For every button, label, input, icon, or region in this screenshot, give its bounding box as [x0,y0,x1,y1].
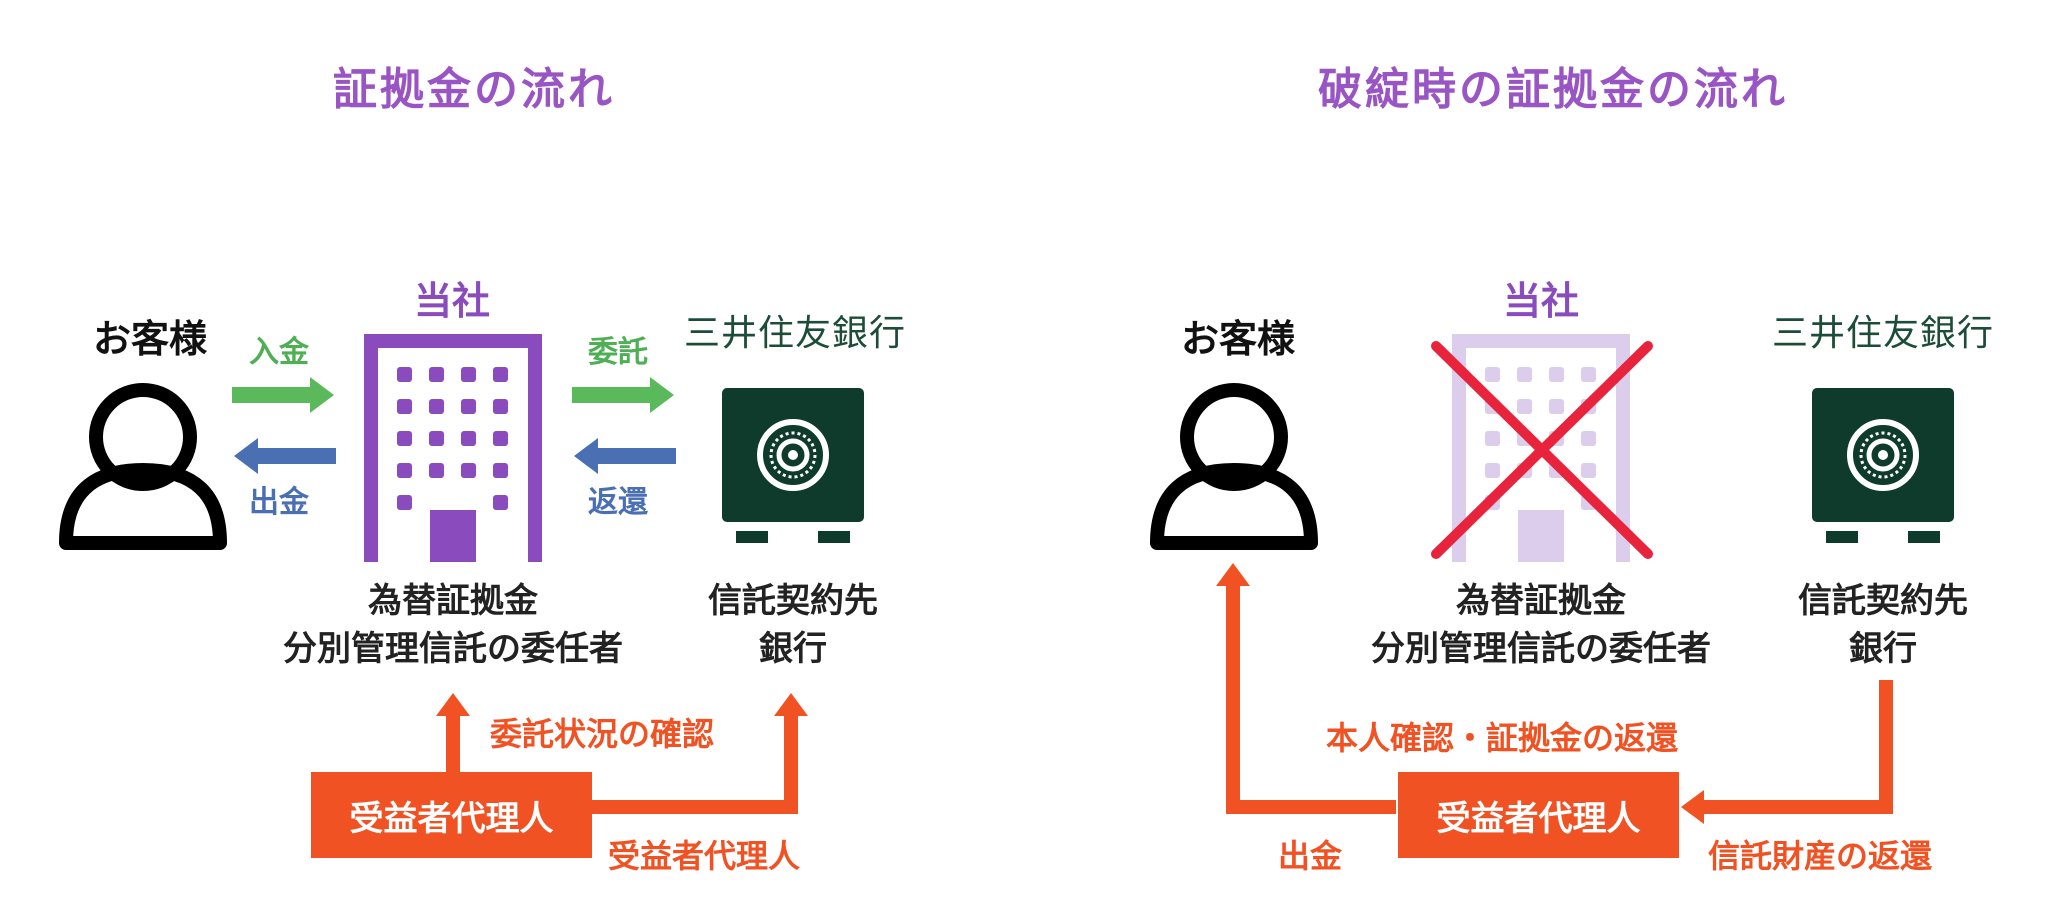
right-company-caption: 為替証拠金 分別管理信託の委任者 [1338,578,1744,673]
office-building-faded-icon [1452,334,1630,562]
left-company-caption: 為替証拠金 分別管理信託の委任者 [250,578,656,673]
office-building-icon [364,334,542,562]
right-bank-name: 三井住友銀行 [1772,313,1995,354]
left-company-caption-line2: 分別管理信託の委任者 [283,628,623,669]
left-bank-name: 三井住友銀行 [684,313,907,354]
left-panel-title: 証拠金の流れ [333,64,615,115]
left-bank-caption-line1: 信託契約先 [708,581,878,621]
right-company-caption-line2: 分別管理信託の委任者 [1371,628,1711,669]
right-company-label: 当社 [1503,279,1580,323]
identity-return-label: 本人確認・証拠金の返還 [1326,719,1679,757]
deposit-arrow [232,377,334,413]
right-beneficiary-box: 受益者代理人 [1398,772,1679,858]
entrust-arrow [572,377,674,413]
right-company-caption-line1: 為替証拠金 [1456,581,1626,621]
person-outline-icon [1150,383,1318,550]
right-bank-caption: 信託契約先 銀行 [1762,578,2004,673]
person-base [1151,536,1317,546]
beneficiary-connector-lines [436,693,808,814]
safe-vault-icon [1812,388,1954,543]
person-outline-icon [59,383,227,550]
trust-property-return-label: 信託財産の返還 [1708,837,1933,875]
return-label: 返還 [588,485,648,520]
bankruptcy-flow-lines [1216,563,1893,824]
left-company-caption-line1: 為替証拠金 [368,581,538,621]
confirm-status-label: 委託状況の確認 [490,715,715,753]
left-company-label: 当社 [414,279,491,323]
left-customer-label: お客様 [93,317,208,361]
left-beneficiary-box: 受益者代理人 [311,772,592,858]
right-bank-caption-line2: 銀行 [1849,628,1917,669]
deposit-label: 入金 [249,335,309,370]
withdrawal-arrow [234,438,336,474]
right-panel-title: 破綻時の証拠金の流れ [1318,64,1788,115]
right-customer-label: お客様 [1181,317,1296,361]
beneficiary-label: 受益者代理人 [608,837,801,875]
right-withdrawal-label: 出金 [1278,837,1343,875]
withdrawal-label: 出金 [249,485,309,520]
entrust-label: 委託 [588,335,648,370]
safe-vault-icon [722,388,864,543]
left-bank-caption: 信託契約先 銀行 [672,578,914,673]
return-arrow [574,438,676,474]
person-base [60,536,226,546]
cross-mark-icon [1431,341,1653,559]
right-bank-caption-line1: 信託契約先 [1798,581,1968,621]
left-bank-caption-line2: 銀行 [759,628,827,669]
